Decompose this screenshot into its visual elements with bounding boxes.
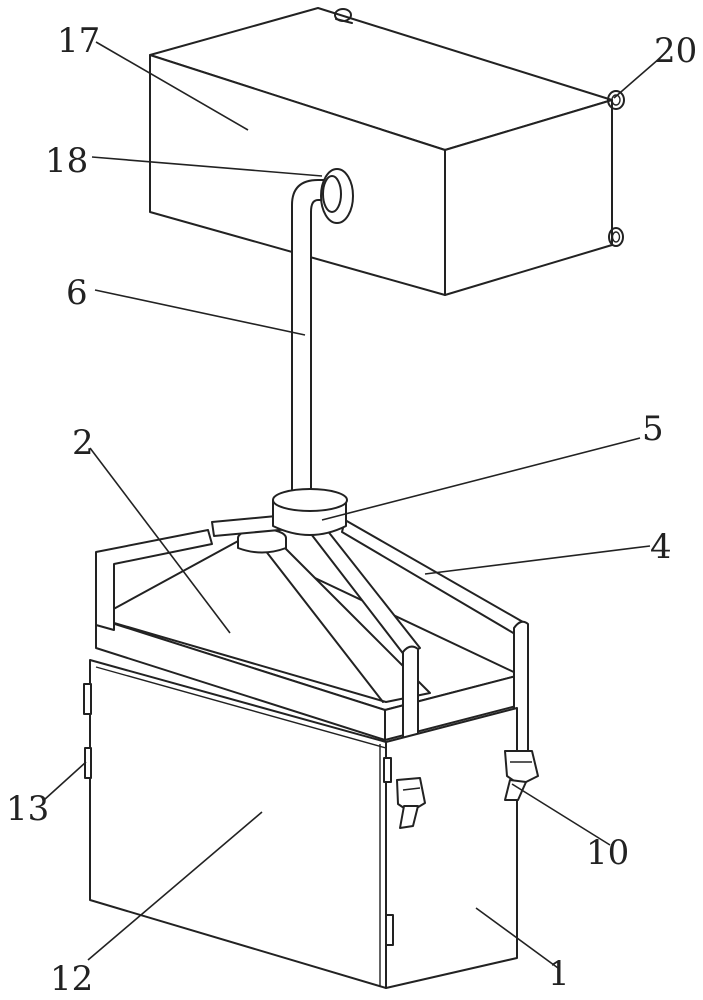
pipe [291, 168, 354, 499]
hook-side-lower [608, 227, 624, 247]
label-20: 20 [654, 31, 697, 71]
hook-top [334, 8, 353, 24]
label-10: 10 [586, 833, 629, 873]
pipe-body [291, 179, 331, 499]
label-4: 4 [650, 527, 672, 567]
frame-left-bar [95, 529, 213, 631]
flange-18-inner [322, 175, 342, 213]
label-18: 18 [45, 141, 88, 181]
hook-20 [607, 90, 625, 110]
frame [95, 514, 529, 781]
hinge-lower [385, 914, 394, 946]
clamp-10 [504, 750, 539, 801]
label-13: 13 [6, 789, 49, 829]
collar-5 [272, 488, 348, 536]
label-1: 1 [548, 954, 570, 994]
upper-box [149, 7, 625, 296]
clamp-front [396, 777, 426, 829]
label-5: 5 [642, 409, 664, 449]
hood-top-collar [237, 538, 287, 554]
label-17: 17 [57, 21, 100, 61]
collar-top [272, 488, 348, 512]
lower-box-side [385, 707, 518, 989]
leader-lines [43, 41, 661, 969]
label-2: 2 [72, 423, 94, 463]
side-bracket [83, 683, 92, 715]
hinge-upper [383, 757, 392, 783]
hood [96, 528, 431, 703]
label-6: 6 [66, 273, 88, 313]
label-12: 12 [50, 959, 93, 999]
reference-numerals: 17 20 18 6 5 2 4 13 10 12 1 [6, 21, 697, 999]
